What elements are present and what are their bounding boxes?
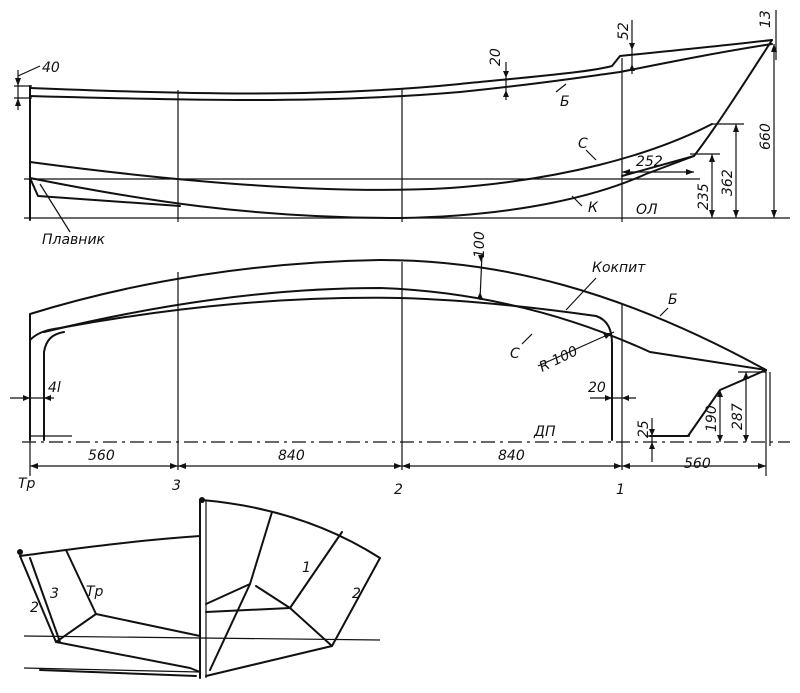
left-section-tr <box>19 555 201 643</box>
label-cockpit: Кокпит <box>592 260 646 276</box>
plan-chine-line <box>43 287 767 371</box>
dim-660-label: 660 <box>758 123 774 150</box>
dim-20-cockpit-label: 20 <box>588 380 606 396</box>
left-sheer-point <box>17 549 23 555</box>
right-section-1 <box>205 531 343 613</box>
dim-362-label: 362 <box>720 169 736 196</box>
spacing-label-4: 560 <box>684 456 711 472</box>
right-sheer-arc <box>201 499 381 559</box>
label-chine-c: С <box>578 136 588 152</box>
label-plan-chine-c: С <box>510 346 520 362</box>
spacing-label-2: 840 <box>278 448 305 464</box>
label-sheer-b: Б <box>560 94 570 110</box>
left-sheer-arc <box>19 535 201 557</box>
station-label-1: 1 <box>616 482 625 498</box>
dim-4l-label: 4l <box>48 380 61 396</box>
station-label-2: 2 <box>394 482 403 498</box>
body-plan-view: 2 3 Тр 1 2 <box>17 497 381 679</box>
cockpit-outline <box>29 296 613 441</box>
cockpit-inner <box>43 331 65 441</box>
dim-52-label: 52 <box>616 22 632 40</box>
left-keel <box>55 641 201 673</box>
body-label-left-2: 2 <box>30 600 39 616</box>
dim-100-label: 100 <box>472 231 488 258</box>
plan-sheer-line <box>29 259 767 371</box>
label-keel-k: К <box>588 200 599 216</box>
station-label-3: 3 <box>172 478 181 494</box>
body-label-left-tr: Тр <box>86 584 104 600</box>
station-label-tr: Тр <box>18 476 36 492</box>
right-keel <box>205 645 333 677</box>
dim-287-label: 287 <box>730 403 746 430</box>
body-label-left-3: 3 <box>50 586 59 602</box>
spacing-label-3: 840 <box>498 448 525 464</box>
dim-235-label: 235 <box>696 183 712 210</box>
side-profile-view: 40 20 52 13 660 362 235 252 <box>14 10 790 248</box>
label-centerline-dp: ДП <box>533 424 556 440</box>
dim-20-label: 20 <box>488 48 504 66</box>
chine-line <box>29 123 713 191</box>
fin <box>29 177 181 207</box>
dim-13-label: 13 <box>758 10 774 28</box>
sheer-line <box>29 39 773 95</box>
label-plan-sheer-b: Б <box>668 292 678 308</box>
left-section-2 <box>65 549 97 615</box>
dim-40-label: 40 <box>42 60 60 76</box>
dim-100-line <box>479 253 483 301</box>
dim-190-label: 190 <box>704 405 720 432</box>
left-bottom-2 <box>39 669 197 677</box>
body-plan-waterline <box>23 635 381 641</box>
label-fin: Плавник <box>42 232 106 248</box>
plan-view: ДП Кокпит Б С 100 R 100 4l 20 <box>10 231 790 498</box>
spacing-label-1: 560 <box>88 448 115 464</box>
body-label-right-1: 1 <box>302 560 311 576</box>
dim-252-label: 252 <box>636 154 663 170</box>
sheer-line-lower <box>29 43 773 101</box>
dim-r100-label: R 100 <box>537 343 581 375</box>
body-plan-baseline <box>23 667 201 673</box>
dim-r100-line <box>537 331 615 367</box>
dim-25-label: 25 <box>636 420 652 438</box>
right-bottom <box>209 583 251 671</box>
bow-stem <box>621 39 773 177</box>
left-section-3 <box>29 557 61 643</box>
body-label-right-2: 2 <box>352 586 361 602</box>
right-section-2 <box>255 557 381 647</box>
label-baseline-ol: ОЛ <box>636 202 658 218</box>
